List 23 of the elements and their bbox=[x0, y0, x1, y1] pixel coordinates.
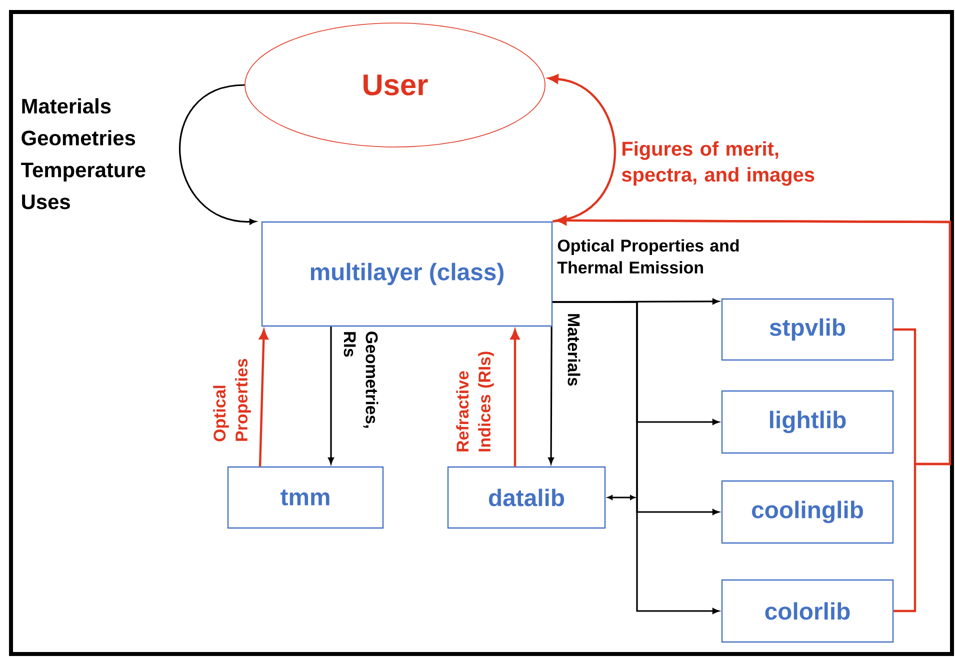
edge-label: Figures of merit, spectra, and images bbox=[622, 141, 814, 186]
arrow bbox=[510, 330, 520, 466]
class-box: multilayer (class) bbox=[261, 221, 553, 327]
module-box: stpvlib bbox=[721, 298, 894, 361]
arrow bbox=[552, 301, 720, 614]
edge-label: Materials bbox=[568, 314, 580, 386]
module-box: colorlib bbox=[721, 579, 894, 643]
arrow bbox=[548, 74, 616, 222]
module-box: coolinglib bbox=[721, 480, 894, 544]
edge-label: Optical Properties and Thermal Emission bbox=[557, 239, 739, 274]
edge-label: Refractive Indices (RIs) bbox=[456, 352, 494, 452]
arrow bbox=[179, 84, 256, 225]
arrow bbox=[556, 216, 952, 612]
edge-label: Materials Geometries Temperature Uses bbox=[21, 98, 146, 210]
arrow bbox=[548, 326, 554, 464]
module-box: lightlib bbox=[721, 390, 894, 454]
edge-label: Geometries, RIs bbox=[344, 332, 378, 428]
edge-label: Optical Properties bbox=[213, 358, 251, 442]
arrow bbox=[607, 495, 636, 500]
module-box: datalib bbox=[447, 466, 606, 529]
arrow bbox=[328, 326, 334, 464]
arrow bbox=[258, 330, 268, 466]
module-box: tmm bbox=[227, 466, 384, 529]
